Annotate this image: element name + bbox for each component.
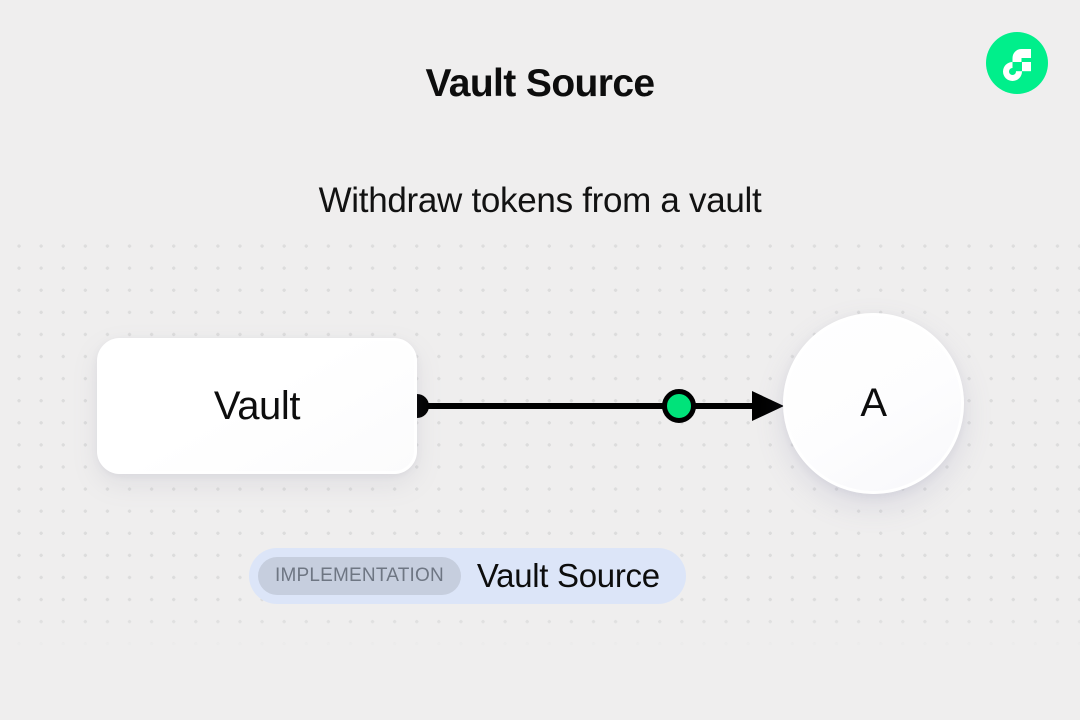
- node-vault[interactable]: Vault: [97, 338, 417, 474]
- implementation-name: Vault Source: [476, 557, 660, 594]
- node-a[interactable]: A: [783, 313, 964, 494]
- edge-midpoint-node: [662, 389, 696, 423]
- flow-logo-icon: [986, 32, 1048, 94]
- implementation-tag: IMPLEMENTATION: [258, 557, 461, 595]
- page-subtitle: Withdraw tokens from a vault: [318, 181, 762, 220]
- flow-logo[interactable]: [986, 32, 1048, 94]
- implementation-badge: IMPLEMENTATION Vault Source: [249, 548, 686, 604]
- page-title: Vault Source: [425, 62, 655, 105]
- node-vault-label: Vault: [213, 383, 301, 428]
- node-a-label: A: [860, 381, 887, 425]
